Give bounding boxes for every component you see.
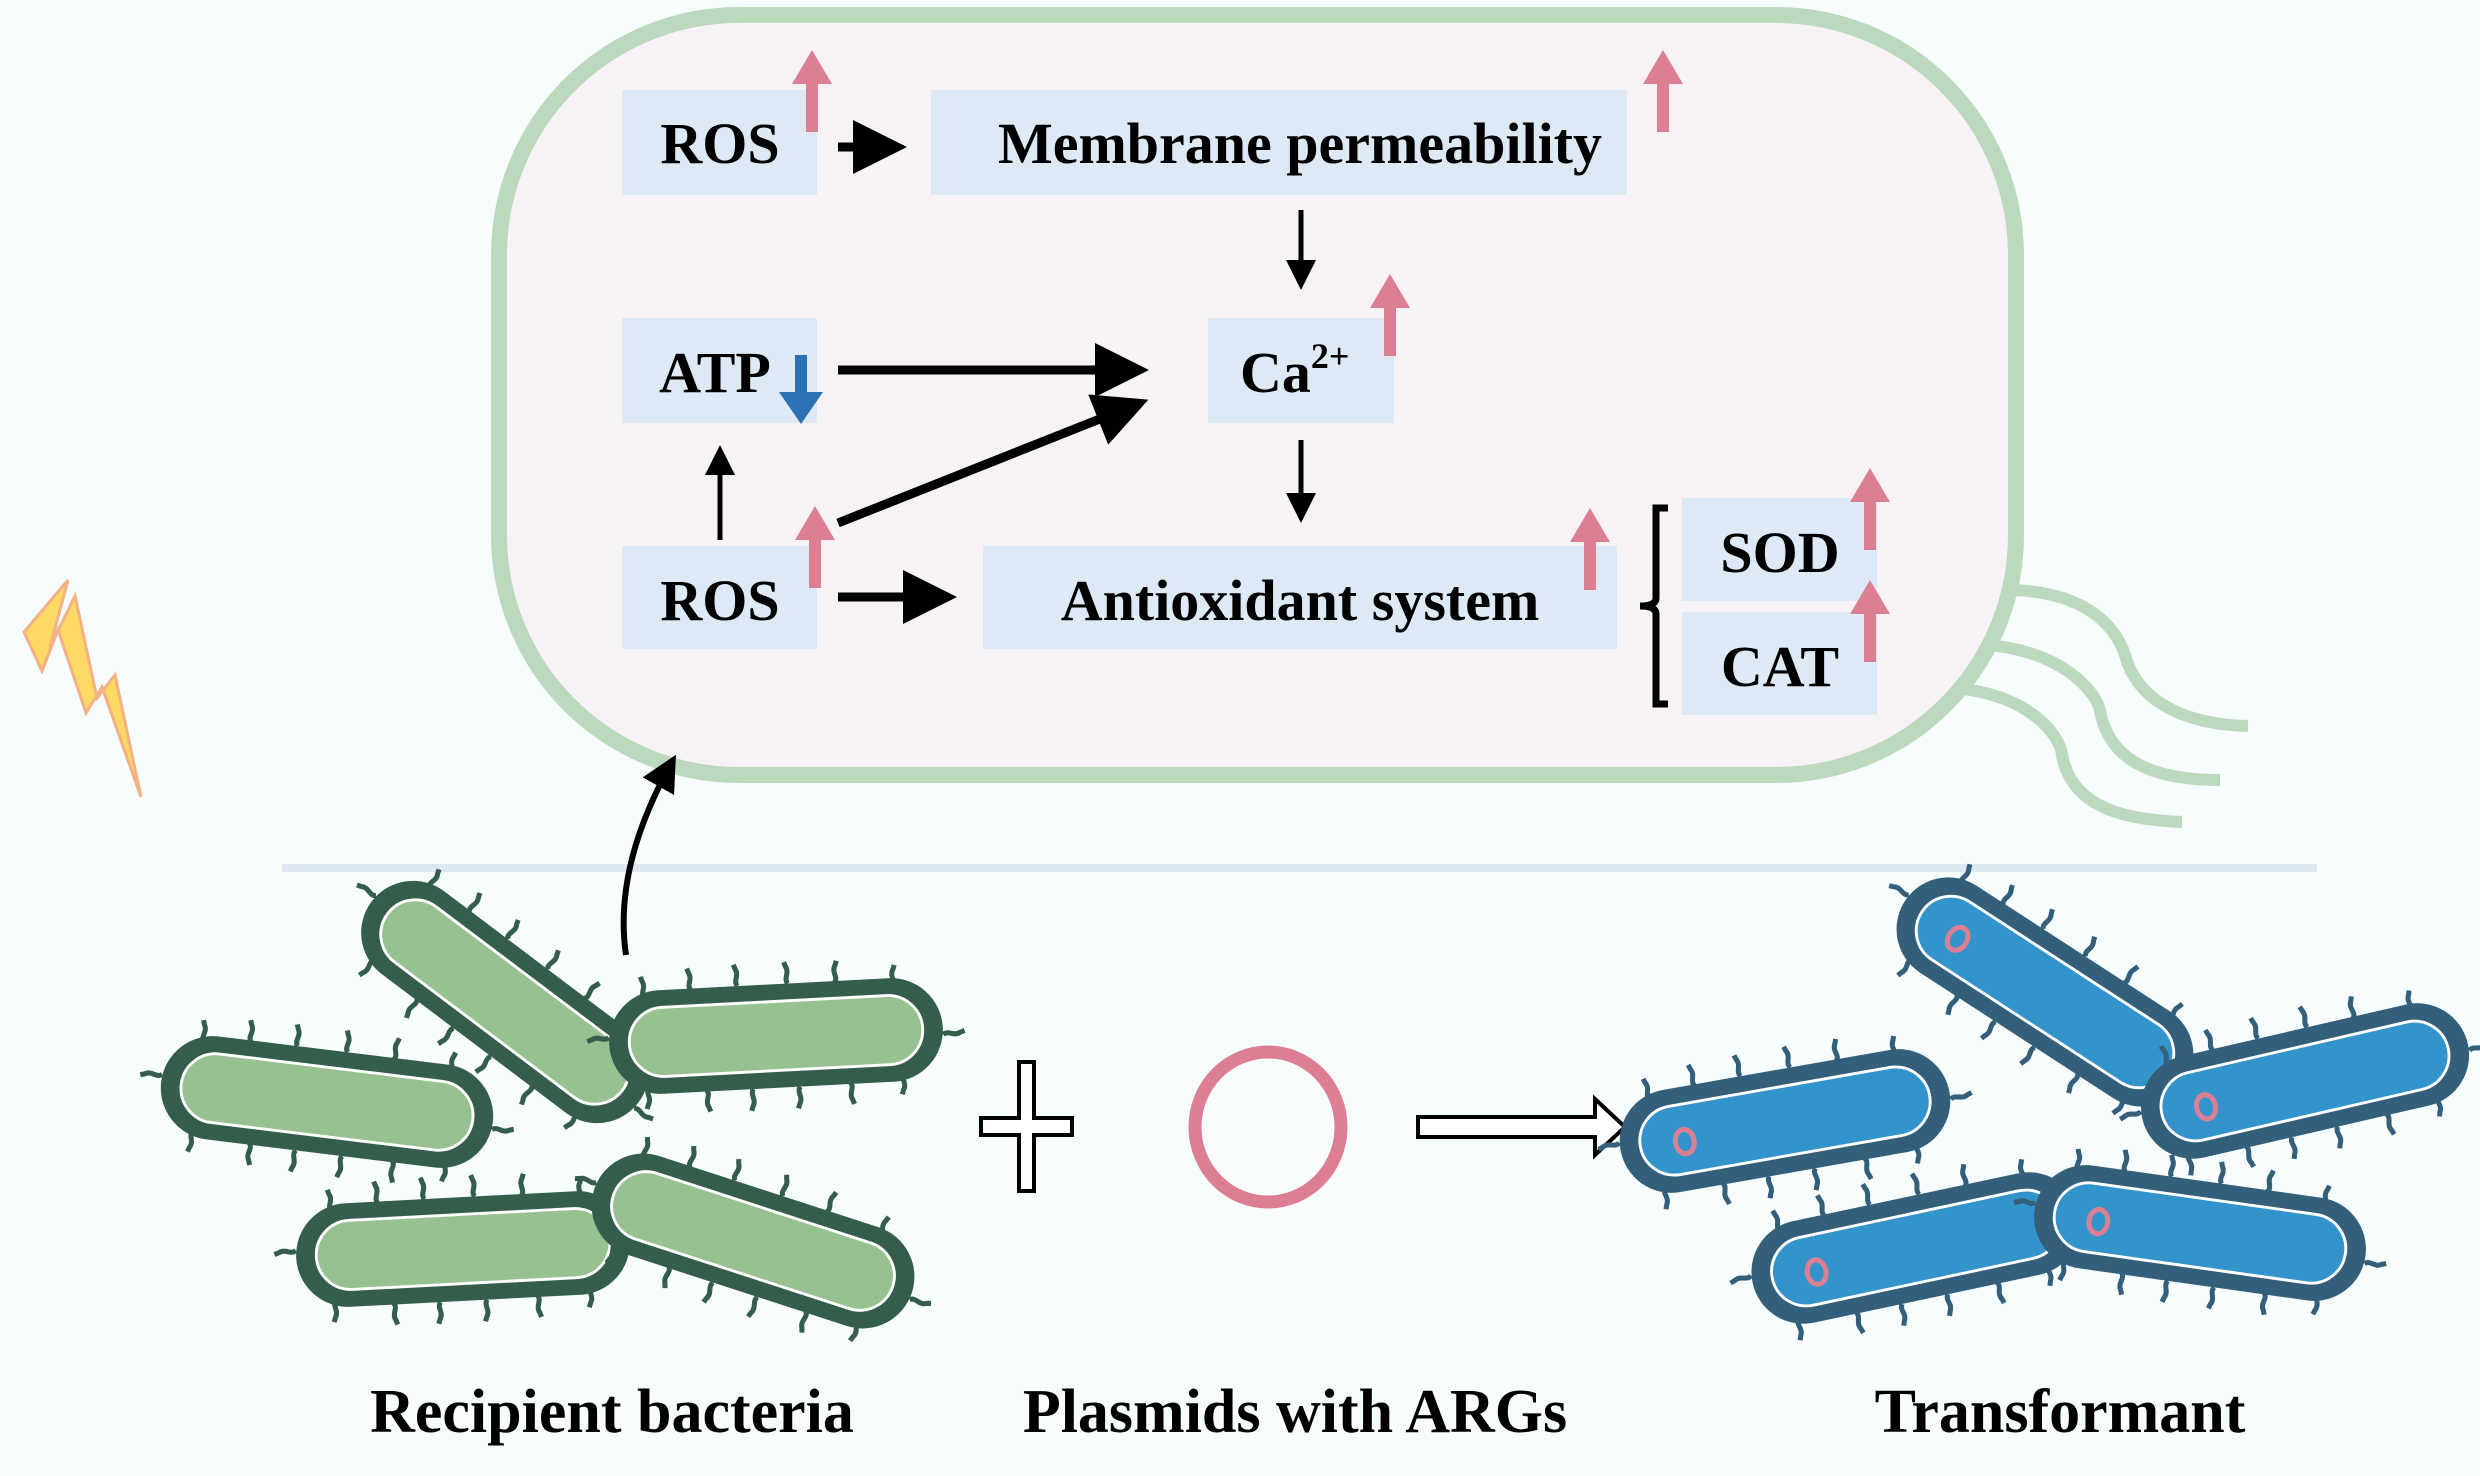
node-label: ROS [660,568,779,633]
node-atp: ATP [622,318,823,424]
section-divider [282,864,2317,872]
transformant-bacterium [2105,967,2480,1195]
zoom-in-arrow [620,754,676,956]
node-membrane-permeability: Membrane permeability [931,50,1683,195]
plus-icon [979,1060,1074,1193]
recipient-bacteria-cluster [131,830,968,1369]
node-cat: CAT [1682,580,1890,715]
node-ros-bottom: ROS [622,506,835,649]
node-label: ATP [659,340,771,405]
bracket [1639,504,1668,708]
node-label: CAT [1721,634,1839,699]
node-label: ROS [660,111,779,176]
node-label: Ca2+ [1240,336,1349,405]
node-label: SOD [1720,520,1839,585]
caption-plasmids: Plasmids with ARGs [1023,1378,1567,1446]
pathway-arrows [705,120,1316,624]
transformant-bacteria-cluster [1586,828,2480,1359]
cell-flagella [1954,584,2249,828]
node-label: Membrane permeability [998,111,1602,176]
plasmid-ring-icon [1188,1045,1348,1209]
node-ros-top: ROS [622,50,832,195]
down-arrow-icon [779,355,823,424]
node-label: Antioxidant system [1061,568,1540,633]
hollow-arrow-right-icon [1416,1094,1628,1160]
caption-recipient-bacteria: Recipient bacteria [370,1378,854,1446]
caption-transformant: Transformant [1875,1378,2246,1446]
arrow-ros-to-calcium [836,394,1149,528]
transformant-bacterium [2003,1134,2397,1332]
node-calcium: Ca2+ [1208,274,1410,423]
node-antioxidant-system: Antioxidant system [983,508,1617,649]
node-sod: SOD [1682,468,1890,601]
lightning-icon [22,579,143,798]
recipient-bacterium [551,1113,955,1369]
